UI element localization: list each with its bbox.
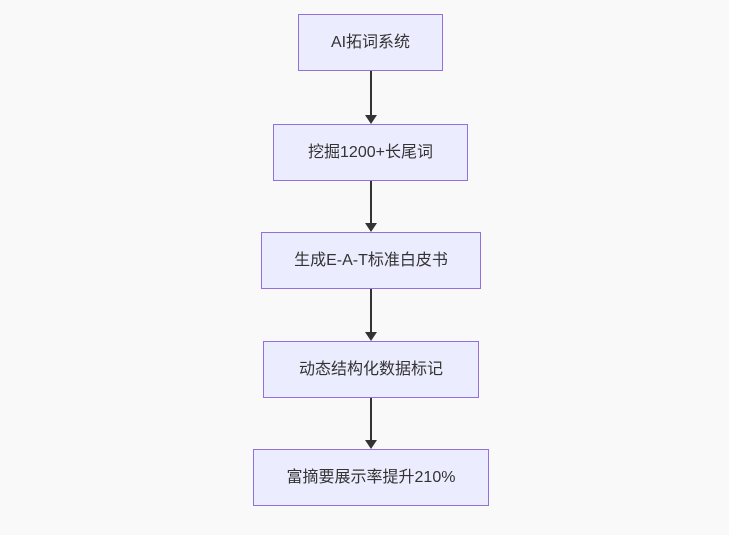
- flow-node-ai-keyword-system: AI拓词系统: [298, 14, 443, 71]
- arrow-line: [369, 398, 372, 440]
- arrow-connector-4: [364, 398, 377, 449]
- flow-node-label: 生成E-A-T标准白皮书: [294, 251, 448, 269]
- flow-node-label: 动态结构化数据标记: [298, 360, 443, 378]
- arrow-down-icon: [364, 115, 377, 124]
- flow-node-label: 挖掘1200+长尾词: [308, 143, 433, 161]
- flow-node-label: 富摘要展示率提升210%: [286, 468, 456, 486]
- arrow-line: [369, 289, 372, 332]
- flow-node-label: AI拓词系统: [330, 33, 411, 51]
- arrow-connector-2: [364, 181, 377, 232]
- arrow-line: [369, 71, 372, 115]
- arrow-connector-3: [364, 289, 377, 341]
- arrow-down-icon: [364, 332, 377, 341]
- arrow-connector-1: [364, 71, 377, 124]
- arrow-down-icon: [364, 223, 377, 232]
- flow-node-structured-data-markup: 动态结构化数据标记: [263, 341, 479, 398]
- flow-node-longtail-mining: 挖掘1200+长尾词: [273, 124, 468, 181]
- arrow-down-icon: [364, 440, 377, 449]
- flow-node-rich-snippet-result: 富摘要展示率提升210%: [253, 449, 489, 506]
- arrow-line: [369, 181, 372, 223]
- flow-node-eat-whitepaper: 生成E-A-T标准白皮书: [261, 232, 481, 289]
